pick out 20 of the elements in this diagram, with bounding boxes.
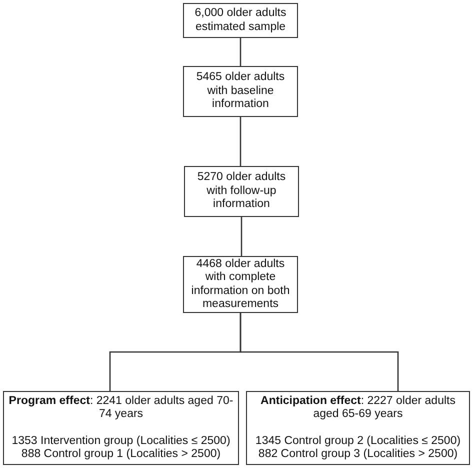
group-count: 1353 Intervention group (Localities ≤ 2500) (12, 434, 230, 448)
box-text: Program effect: 2241 older adults aged 70-74 years (8, 394, 234, 422)
box-text: 4468 older adults with complete information on both measurements (190, 258, 291, 312)
group-count: 888 Control group 1 (Localities > 2500) (21, 448, 221, 462)
process-box (183, 66, 298, 117)
process-box (184, 166, 299, 217)
box-text: 5465 older adults with baseline information (195, 71, 286, 112)
box-text: Anticipation effect: 2227 older adults aged 65-69 years (260, 394, 456, 422)
box-text: 5270 older adults with follow-up information (196, 171, 287, 212)
connector-line (240, 217, 242, 256)
connector-line (240, 38, 242, 66)
process-box (246, 391, 470, 465)
box-text: 6,000 older adults estimated sample (194, 7, 288, 34)
group-count: 1345 Control group 2 (Localities ≤ 2500) (255, 434, 461, 448)
process-box (183, 256, 298, 313)
process-box (3, 391, 239, 465)
group-count: 882 Control group 3 (Localities > 2500) (258, 448, 458, 462)
connector-line (240, 117, 242, 166)
process-box (183, 3, 298, 38)
connector-line (240, 313, 399, 391)
